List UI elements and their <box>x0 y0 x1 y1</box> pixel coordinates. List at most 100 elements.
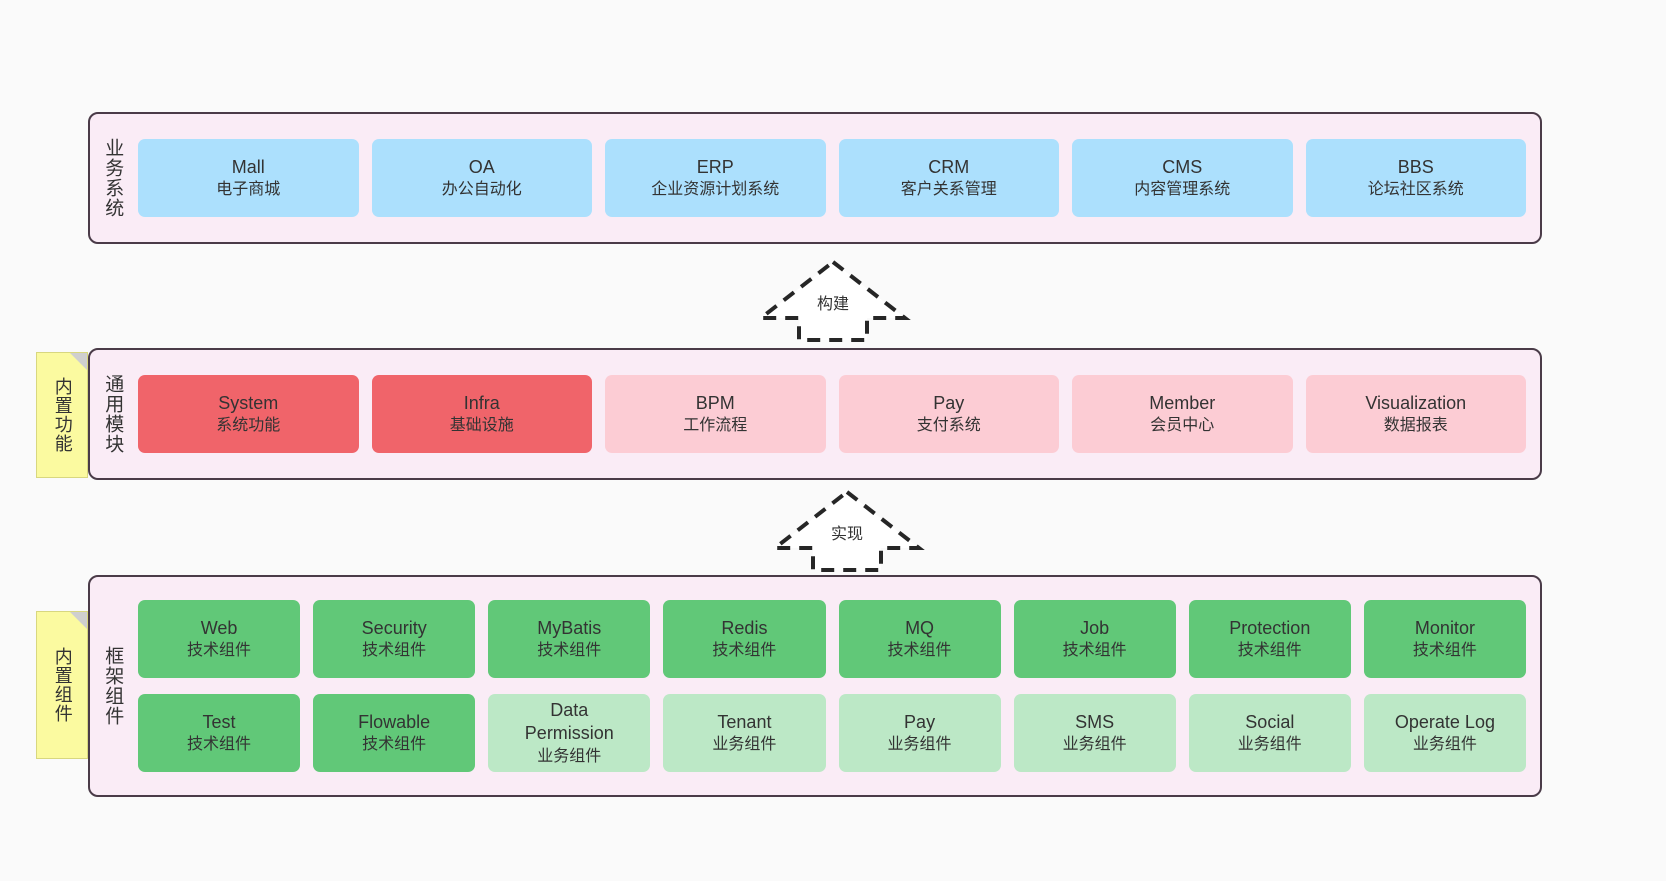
card-subtitle: 办公自动化 <box>441 181 522 199</box>
card-subtitle: 业务组件 <box>1412 736 1477 754</box>
note-fold-icon <box>70 612 87 629</box>
card-title: Web <box>200 617 238 638</box>
card-pay-business[interactable]: Pay 业务组件 <box>838 694 1001 772</box>
card-row: Mall 电子商城 OA 办公自动化 ERP 企业资源计划系统 CRM 客户关系… <box>138 139 1526 217</box>
card-title: Protection <box>1229 617 1311 638</box>
card-title: Operate Log <box>1394 711 1495 732</box>
card-title: CMS <box>1162 156 1203 177</box>
layer-business-systems: 业务系统 Mall 电子商城 OA 办公自动化 ERP 企业资源计划系统 CRM… <box>88 112 1542 244</box>
card-flowable[interactable]: Flowable 技术组件 <box>313 694 476 772</box>
card-tenant[interactable]: Tenant 业务组件 <box>663 694 826 772</box>
card-sms[interactable]: SMS 业务组件 <box>1013 694 1176 772</box>
card-subtitle: 技术组件 <box>362 736 427 754</box>
card-test[interactable]: Test 技术组件 <box>138 694 301 772</box>
arrow-label: 实现 <box>830 526 863 543</box>
layer-title-common: 通用模块 <box>102 374 124 454</box>
card-subtitle: 客户关系管理 <box>900 181 997 199</box>
card-subtitle: 技术组件 <box>537 642 602 660</box>
card-data-permission[interactable]: Data Permission 业务组件 <box>488 694 651 772</box>
card-title: BBS <box>1397 156 1434 177</box>
card-subtitle: 技术组件 <box>362 642 427 660</box>
card-title: Monitor <box>1414 617 1475 638</box>
card-title: MQ <box>905 617 935 638</box>
card-mall[interactable]: Mall 电子商城 <box>138 139 359 217</box>
card-protection[interactable]: Protection 技术组件 <box>1188 600 1351 678</box>
card-social[interactable]: Social 业务组件 <box>1188 694 1351 772</box>
card-subtitle: 技术组件 <box>887 642 952 660</box>
layer-title-framework: 框架组件 <box>102 646 124 726</box>
card-monitor[interactable]: Monitor 技术组件 <box>1363 600 1526 678</box>
card-infra[interactable]: Infra 基础设施 <box>371 375 592 453</box>
card-oa[interactable]: OA 办公自动化 <box>371 139 592 217</box>
card-title: SMS <box>1075 711 1115 732</box>
card-subtitle: 技术组件 <box>1062 642 1127 660</box>
card-row: Test 技术组件 Flowable 技术组件 Data Permission … <box>138 694 1526 772</box>
card-subtitle: 技术组件 <box>187 642 252 660</box>
card-title: System <box>218 392 279 413</box>
card-subtitle: 业务组件 <box>537 748 602 766</box>
card-security[interactable]: Security 技术组件 <box>313 600 476 678</box>
card-redis[interactable]: Redis 技术组件 <box>663 600 826 678</box>
layer-framework-components: 框架组件 Web 技术组件 Security 技术组件 MyBatis 技术组件… <box>88 575 1542 797</box>
card-title: Infra <box>463 392 500 413</box>
card-row: System 系统功能 Infra 基础设施 BPM 工作流程 Pay 支付系统… <box>138 375 1526 453</box>
card-title: Visualization <box>1365 392 1467 413</box>
note-label: 内置功能 <box>52 377 73 453</box>
card-system[interactable]: System 系统功能 <box>138 375 359 453</box>
layer-body-framework: Web 技术组件 Security 技术组件 MyBatis 技术组件 Redi… <box>134 577 1540 795</box>
layer-common-modules: 通用模块 System 系统功能 Infra 基础设施 BPM 工作流程 Pay… <box>88 348 1542 480</box>
card-title: Job <box>1080 617 1110 638</box>
card-title: Pay <box>933 392 965 413</box>
card-bpm[interactable]: BPM 工作流程 <box>605 375 826 453</box>
card-title: OA <box>468 156 495 177</box>
card-mq[interactable]: MQ 技术组件 <box>838 600 1001 678</box>
card-subtitle: 业务组件 <box>1237 736 1302 754</box>
card-erp[interactable]: ERP 企业资源计划系统 <box>605 139 826 217</box>
card-title: BPM <box>695 392 735 413</box>
note-fold-icon <box>70 353 87 370</box>
card-operate-log[interactable]: Operate Log 业务组件 <box>1363 694 1526 772</box>
card-subtitle: 基础设施 <box>449 417 514 435</box>
card-subtitle: 支付系统 <box>916 417 981 435</box>
card-title: Tenant <box>717 711 772 732</box>
arrow-label: 构建 <box>816 296 849 313</box>
card-title: Mall <box>231 156 265 177</box>
card-bbs[interactable]: BBS 论坛社区系统 <box>1305 139 1526 217</box>
card-job[interactable]: Job 技术组件 <box>1013 600 1176 678</box>
card-title-line2: Permission <box>524 723 614 744</box>
card-subtitle: 技术组件 <box>1412 642 1477 660</box>
card-subtitle: 会员中心 <box>1150 417 1215 435</box>
card-crm[interactable]: CRM 客户关系管理 <box>838 139 1059 217</box>
card-row: Web 技术组件 Security 技术组件 MyBatis 技术组件 Redi… <box>138 600 1526 678</box>
card-subtitle: 技术组件 <box>1237 642 1302 660</box>
card-pay[interactable]: Pay 支付系统 <box>838 375 1059 453</box>
card-cms[interactable]: CMS 内容管理系统 <box>1072 139 1293 217</box>
card-subtitle: 数据报表 <box>1383 417 1448 435</box>
note-builtin-features: 内置功能 <box>36 352 88 478</box>
card-member[interactable]: Member 会员中心 <box>1072 375 1293 453</box>
note-builtin-components: 内置组件 <box>36 611 88 759</box>
layer-title-business: 业务系统 <box>102 138 124 218</box>
card-title: Test <box>202 711 236 732</box>
card-subtitle: 论坛社区系统 <box>1367 181 1464 199</box>
layer-body-business: Mall 电子商城 OA 办公自动化 ERP 企业资源计划系统 CRM 客户关系… <box>134 114 1540 242</box>
card-subtitle: 电子商城 <box>216 181 281 199</box>
card-title: Security <box>361 617 427 638</box>
card-subtitle: 技术组件 <box>187 736 252 754</box>
card-mybatis[interactable]: MyBatis 技术组件 <box>488 600 651 678</box>
card-visualization[interactable]: Visualization 数据报表 <box>1305 375 1526 453</box>
card-title: MyBatis <box>537 617 602 638</box>
card-title: ERP <box>696 156 734 177</box>
card-subtitle: 企业资源计划系统 <box>651 181 780 199</box>
card-subtitle: 技术组件 <box>712 642 777 660</box>
card-subtitle: 业务组件 <box>712 736 777 754</box>
arrow-implement: 实现 <box>769 488 925 574</box>
card-title: CRM <box>928 156 970 177</box>
card-title: Data <box>550 699 589 720</box>
card-subtitle: 系统功能 <box>216 417 281 435</box>
card-subtitle: 业务组件 <box>887 736 952 754</box>
card-subtitle: 工作流程 <box>683 417 748 435</box>
card-title: Flowable <box>358 711 431 732</box>
card-web[interactable]: Web 技术组件 <box>138 600 301 678</box>
